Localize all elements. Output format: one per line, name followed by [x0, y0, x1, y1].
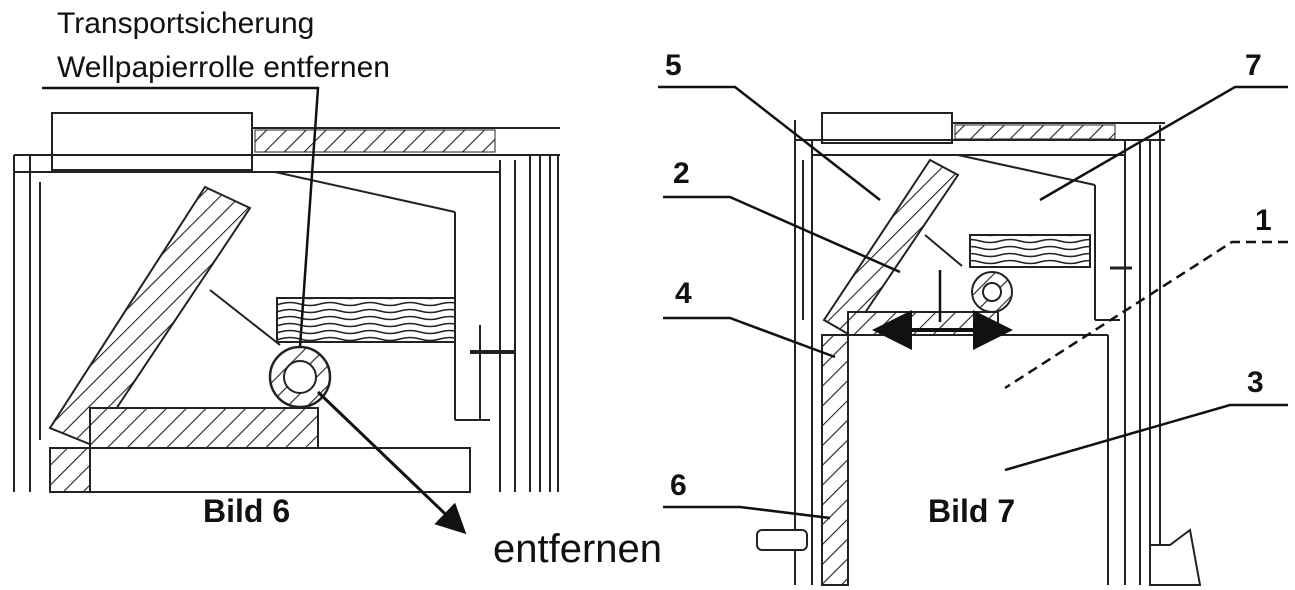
callout-3: 3 — [1247, 366, 1264, 399]
transport-note-line1: Transportsicherung — [57, 7, 314, 40]
callout-6: 6 — [670, 469, 687, 502]
diagonal-board-left — [48, 185, 252, 447]
hinge-bottom — [756, 528, 1202, 586]
callout-2: 2 — [673, 157, 690, 190]
remove-arrow — [316, 390, 467, 535]
caption-bild-6: Bild 6 — [203, 493, 290, 529]
figure-bild-6: Transportsicherung Wellpapierrolle entfe… — [13, 7, 662, 571]
caption-bild-7: Bild 7 — [928, 493, 1015, 529]
roof-hatch-left — [254, 129, 496, 153]
corrugated-paper-roll — [268, 345, 332, 409]
note-leader-line — [42, 86, 320, 348]
move-arrows — [872, 270, 1013, 350]
cabinet-frame-right — [794, 112, 1165, 585]
figure-bild-7: 5 7 2 1 4 3 6 Bild 7 — [658, 49, 1288, 586]
wood-plank-right — [969, 234, 1091, 268]
wood-plank-left — [276, 297, 456, 343]
callout-leaders — [658, 85, 1288, 520]
bottom-block-left — [89, 407, 319, 449]
callout-4: 4 — [675, 277, 692, 310]
callout-1: 1 — [1255, 204, 1272, 237]
corner-block-left — [49, 447, 91, 493]
transport-note-line2: Wellpapierrolle entfernen — [57, 51, 390, 84]
roof-hatch-right — [954, 124, 1116, 140]
remove-label: entfernen — [493, 527, 662, 571]
side-board-right — [821, 334, 849, 586]
callout-7: 7 — [1245, 49, 1262, 82]
paper-roll-right — [971, 271, 1013, 313]
callout-5: 5 — [665, 49, 682, 82]
